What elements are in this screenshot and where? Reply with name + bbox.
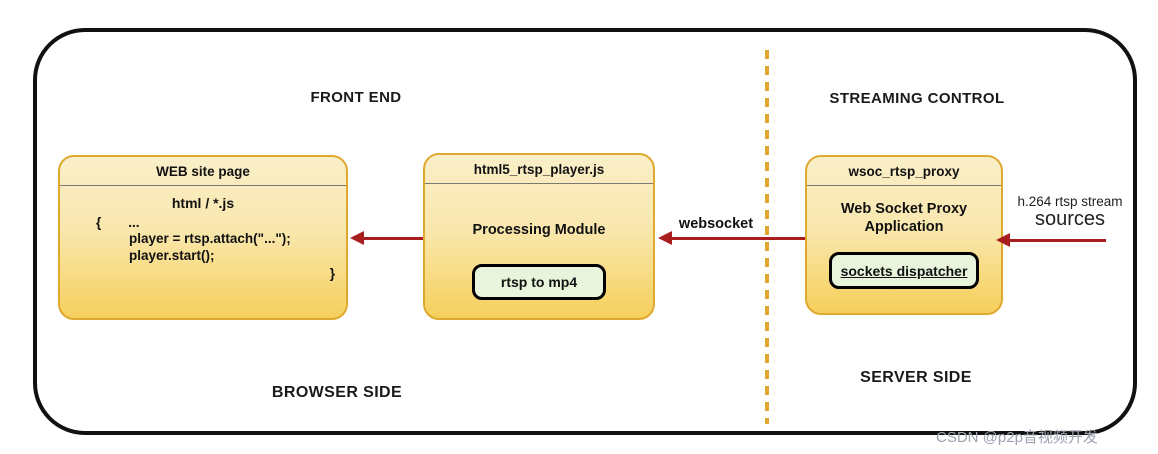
- streaming-control-label: STREAMING CONTROL: [829, 90, 1005, 107]
- node-web-site-page-title: WEB site page: [60, 157, 346, 186]
- node-html5-rtsp-player: html5_rtsp_player.js Processing Module r…: [423, 153, 655, 320]
- node-html5-rtsp-player-title: html5_rtsp_player.js: [425, 155, 653, 184]
- websocket-arrow-label: websocket: [678, 216, 754, 232]
- stream-sources-line1: h.264 rtsp stream: [1017, 194, 1123, 209]
- arrow-proxy-to-player: [658, 231, 805, 245]
- node-wsoc-rtsp-proxy-title: wsoc_rtsp_proxy: [807, 157, 1001, 186]
- web-socket-proxy-label-line1: Web Socket Proxy: [840, 201, 968, 217]
- rtsp-to-mp4-chip: rtsp to mp4: [472, 264, 606, 300]
- web-page-code-snippet: { ... player = rtsp.attach("..."); playe…: [60, 215, 346, 283]
- code-ellipsis: ...: [128, 215, 140, 230]
- browser-side-label: BROWSER SIDE: [271, 384, 403, 401]
- sockets-dispatcher-chip: sockets dispatcher: [829, 252, 979, 290]
- arrow-left-head-icon: [996, 233, 1010, 247]
- processing-module-label: Processing Module: [472, 222, 606, 238]
- arrow-shaft: [1010, 238, 1106, 242]
- stream-sources-label: h.264 rtsp stream sources: [1003, 194, 1137, 231]
- node-web-site-page: WEB site page html / *.js { ... player =…: [58, 155, 348, 320]
- csdn-watermark: CSDN @p2p音视频开发: [936, 429, 1098, 446]
- web-socket-proxy-label-line2: Application: [864, 219, 944, 236]
- code-line-start: player.start();: [129, 247, 215, 263]
- server-side-label: SERVER SIDE: [860, 369, 972, 386]
- arrow-sources-to-proxy: [996, 233, 1106, 247]
- code-row-open: { ...: [96, 215, 346, 231]
- code-open-brace: {: [96, 215, 102, 230]
- arrow-left-head-icon: [658, 231, 672, 245]
- arrow-left-head-icon: [350, 231, 364, 245]
- node-wsoc-rtsp-proxy: wsoc_rtsp_proxy Web Socket Proxy Applica…: [805, 155, 1003, 315]
- arrow-shaft: [672, 236, 805, 240]
- web-socket-proxy-label: Web Socket Proxy Application: [807, 200, 1001, 236]
- code-line-attach: player = rtsp.attach("...");: [129, 231, 291, 247]
- stream-sources-line2: sources: [1034, 208, 1106, 230]
- front-end-label: FRONT END: [310, 89, 402, 106]
- arrow-shaft: [364, 236, 423, 240]
- diagram-outer-frame: [33, 28, 1137, 435]
- arrow-player-to-webpage: [350, 231, 423, 245]
- code-close-brace: }: [329, 266, 335, 282]
- web-page-file-type: html / *.js: [171, 195, 235, 211]
